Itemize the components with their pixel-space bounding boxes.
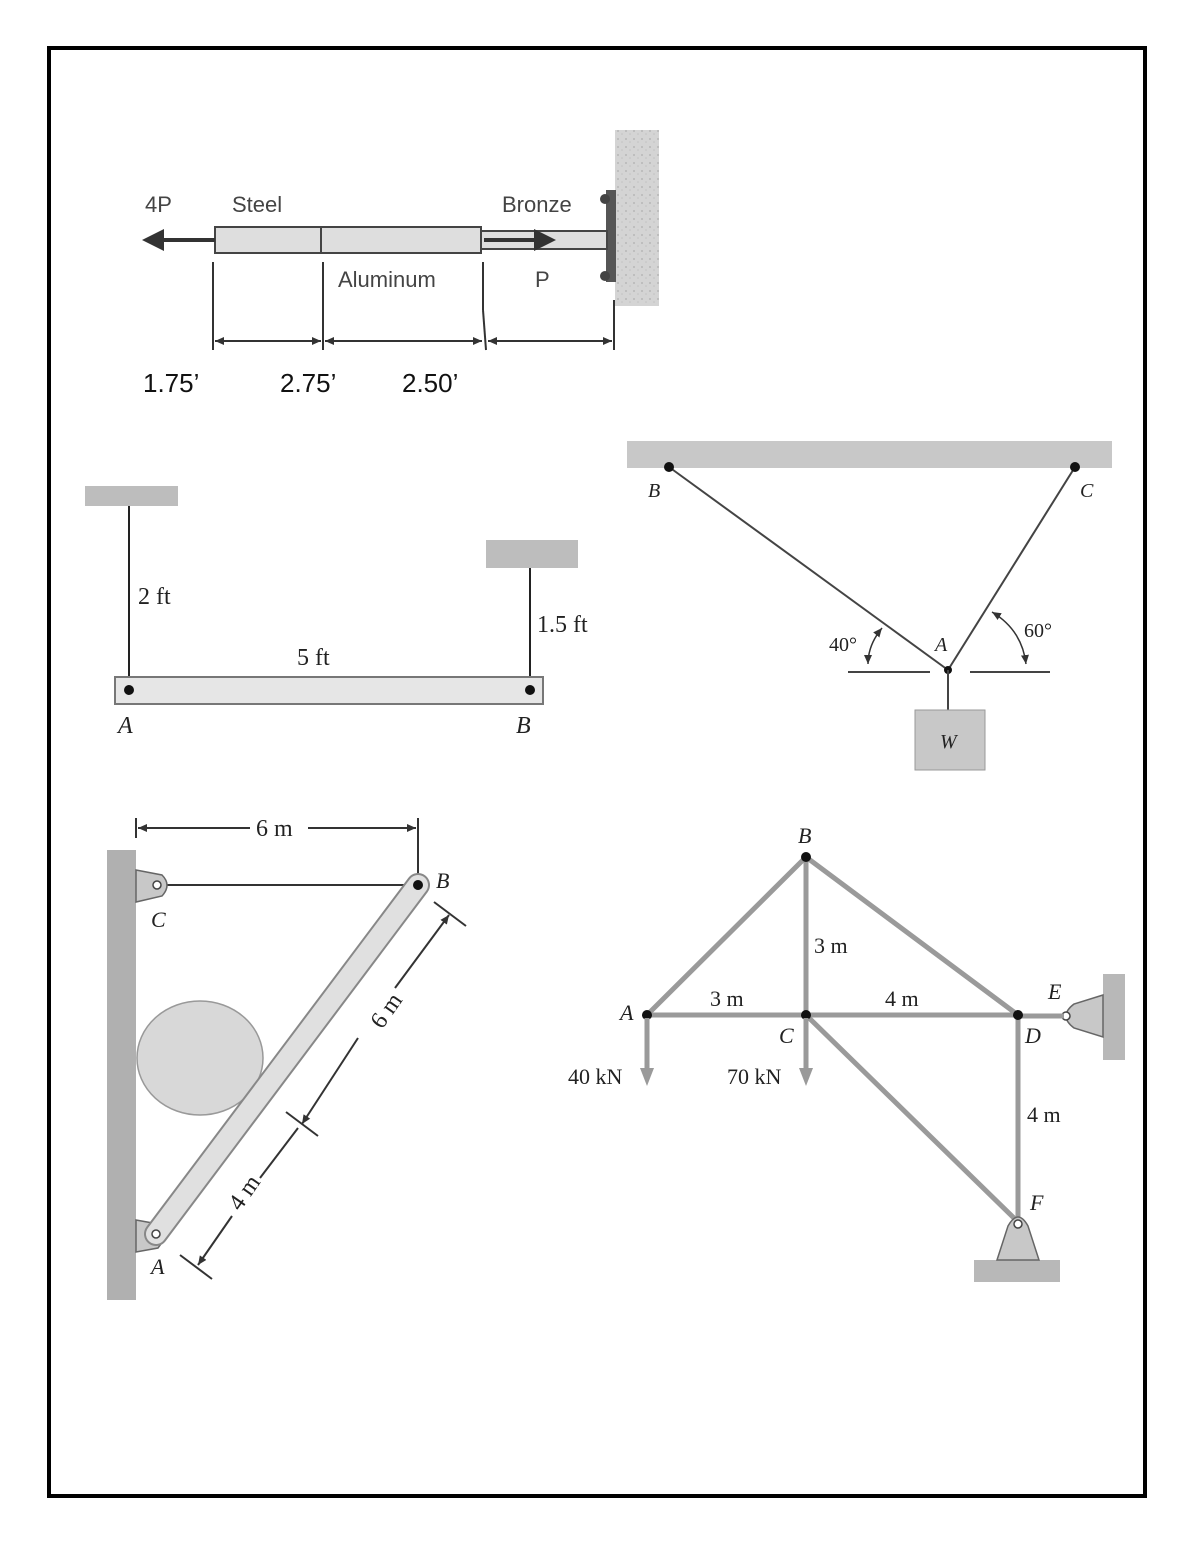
pin-f [1013,1219,1023,1229]
angle-arc-left [864,627,883,665]
label-bronze: Bronze [502,192,572,217]
joint-d [1013,1010,1023,1020]
figure-cable-suspension: 40° 60° B C A W [627,441,1112,771]
point-label-e: E [1047,979,1062,1004]
joint-c [801,1010,811,1020]
weight-block [914,709,986,771]
force-label-p: P [535,267,550,292]
point-label-a: A [618,1000,634,1025]
cylinder [136,1000,264,1116]
pin-b [664,462,674,472]
wall-support [615,130,659,306]
label-length-cd: 4 m [885,986,919,1011]
arrow-right-icon [484,229,556,251]
pin-a [124,685,134,695]
point-label-b: B [436,868,449,893]
wall-support-e [1103,974,1125,1060]
label-height-bc: 3 m [814,933,848,958]
label-weight: W [940,731,959,753]
angle-label-left: 40° [829,634,857,656]
bar-segment-aluminum [320,226,482,254]
arrow-left-icon [142,229,215,251]
point-label-c: C [779,1023,794,1048]
point-label-a: A [149,1254,165,1279]
ceiling-support-right [486,540,578,568]
label-rod-b-length: 1.5 ft [537,612,588,638]
dimension-lines [212,262,615,351]
point-label-d: D [1024,1023,1041,1048]
pin-b [413,880,423,890]
joint-a [642,1010,652,1020]
label-upper-length: 6 m [366,988,409,1033]
dimension-1: 1.75’ [143,368,199,398]
label-steel: Steel [232,192,282,217]
load-arrow-a-icon [640,1018,654,1086]
bracket-f [995,1216,1041,1261]
ground-f [974,1260,1060,1282]
bar-segment-steel [214,226,322,254]
ceiling-beam [627,441,1112,468]
dimension-strut [179,901,467,1280]
label-aluminum: Aluminum [338,267,436,292]
label-length-df: 4 m [1027,1102,1061,1127]
point-label-c: C [151,907,166,932]
ceiling-support-left [85,486,178,506]
angle-arc-right [991,611,1029,665]
pin-b [525,685,535,695]
point-label-b: B [798,823,811,848]
cable-ab [668,466,949,671]
point-label-f: F [1029,1190,1044,1215]
label-span: 6 m [256,816,293,842]
truss-members [644,854,1021,1225]
figure-hanging-bar: 2 ft 1.5 ft 5 ft A B [85,486,588,739]
rigid-bar [114,676,544,705]
joint-b [801,852,811,862]
angle-label-right: 60° [1024,620,1052,642]
point-label-b: B [516,713,531,739]
pin-a [151,1229,161,1239]
strut-ab-fill [146,875,428,1244]
bracket-e [1065,993,1104,1039]
point-label-a: A [933,634,948,656]
label-bar-length: 5 ft [297,645,330,671]
load-label-c: 70 kN [727,1064,782,1089]
end-plate [606,190,616,282]
load-label-a: 40 kN [568,1064,623,1089]
dimension-3: 2.50’ [402,368,458,398]
cable-ac [947,466,1076,671]
point-label-b: B [648,480,660,502]
bolt-icon [600,194,610,204]
point-label-a: A [116,713,133,739]
bolt-icon [600,271,610,281]
dimension-2: 2.75’ [280,368,336,398]
figure-axial-bar: 4P Steel Bronze Aluminum P 1.75’ 2.75’ 2… [142,130,659,398]
page-frame [47,46,1147,1498]
pin-c [152,880,162,890]
figure-truss: 40 kN 70 kN 3 m 3 m 4 m 4 m B A C D E F [568,823,1125,1282]
point-label-c: C [1080,480,1094,502]
bracket-c [135,869,168,903]
pin-c [1070,462,1080,472]
figure-strut-cylinder: 6 m 6 m 4 m C B A [107,816,467,1300]
label-length-ac: 3 m [710,986,744,1011]
wall [107,850,136,1300]
label-rod-a-length: 2 ft [138,584,171,610]
force-label-4p: 4P [145,192,172,217]
load-arrow-c-icon [799,1018,813,1086]
